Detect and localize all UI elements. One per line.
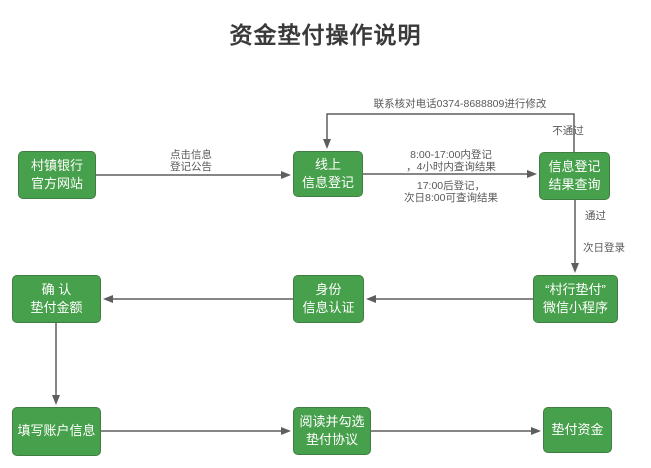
edge-label-next-day-login: 次日登录	[583, 242, 625, 254]
edge-label-not-passed: 不通过	[552, 125, 584, 137]
edge-label-night-rule: 17:00后登记， 次日8:00可查询结果	[404, 180, 498, 204]
node-fill-account-info: 填写账户信息	[12, 407, 101, 456]
edge-label-contact-modify: 联系核对电话0374-8688809进行修改	[373, 98, 547, 110]
page-title: 资金垫付操作说明	[229, 22, 422, 48]
node-online-registration: 线上 信息登记	[293, 151, 363, 197]
node-bank-website: 村镇银行 官方网站	[18, 151, 96, 199]
node-confirm-amount: 确 认 垫付金额	[12, 275, 101, 323]
arrow-result-back-to-online	[323, 113, 575, 152]
node-identity-auth: 身份 信息认证	[293, 275, 364, 323]
edge-label-click-notice: 点击信息 登记公告	[170, 149, 212, 173]
node-advance-funds: 垫付资金	[543, 407, 612, 453]
node-wechat-mini-program: “村行垫付” 微信小程序	[533, 275, 618, 323]
node-read-agreement: 阅读并勾选 垫付协议	[293, 407, 371, 455]
edge-label-passed: 通过	[585, 210, 606, 222]
edge-label-daytime-rule: 8:00-17:00内登记 ，4小时内查询结果	[406, 149, 496, 173]
node-result-query: 信息登记 结果查询	[539, 152, 610, 200]
